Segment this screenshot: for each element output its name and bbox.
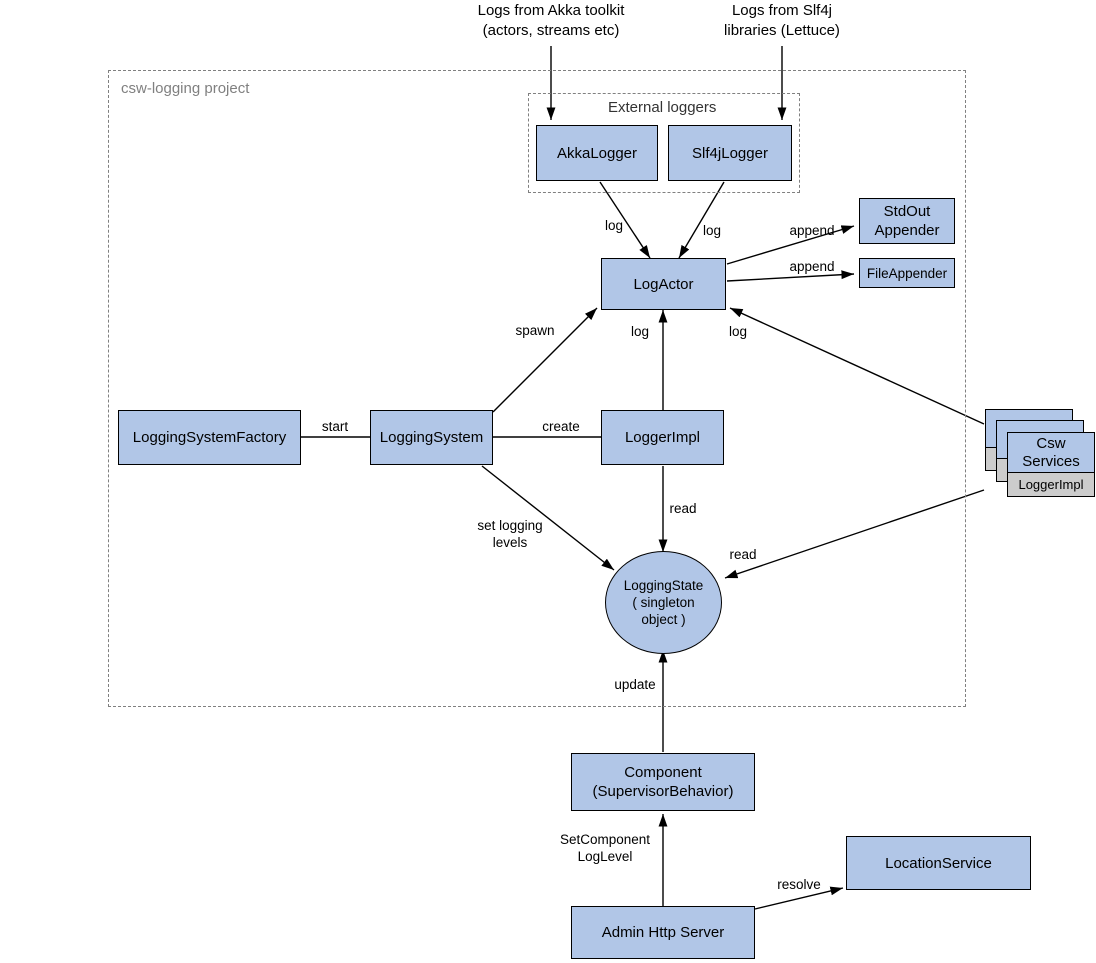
- node-location-service[interactable]: LocationService: [846, 836, 1031, 890]
- edge-label-read-csw-services: read: [729, 547, 757, 562]
- edge-label-resolve: resolve: [777, 877, 821, 892]
- akka-source-note: Logs from Akka toolkit (actors, streams …: [477, 2, 625, 39]
- edge-label-log-csw-services: log: [728, 324, 747, 339]
- edge-label-start: start: [321, 419, 349, 434]
- edge-label-set-component-log-level: SetComponent LogLevel: [559, 832, 651, 864]
- node-slf4j-logger[interactable]: Slf4jLogger: [668, 125, 792, 181]
- edge-label-read-logger-impl: read: [669, 501, 697, 516]
- edge-label-log-slf4j: log: [702, 223, 721, 238]
- edge-label-set-logging-levels: set logging levels: [477, 518, 543, 550]
- csw-services-subtitle: LoggerImpl: [1008, 472, 1094, 496]
- edge-label-update: update: [614, 677, 656, 692]
- edge-label-append-stdout: append: [789, 223, 835, 238]
- node-logging-state[interactable]: LoggingState ( singleton object ): [605, 551, 722, 654]
- group-external-loggers-label: External loggers: [608, 99, 717, 116]
- edge-label-append-file: append: [789, 259, 835, 274]
- csw-services-title: Csw Services: [1008, 433, 1094, 472]
- group-external-loggers: [528, 93, 800, 193]
- csw-services-card-front[interactable]: Csw Services LoggerImpl: [1007, 432, 1095, 497]
- node-admin-http-server[interactable]: Admin Http Server: [571, 906, 755, 959]
- node-logging-system-factory[interactable]: LoggingSystemFactory: [118, 410, 301, 465]
- node-logger-impl[interactable]: LoggerImpl: [601, 410, 724, 465]
- node-akka-logger[interactable]: AkkaLogger: [536, 125, 658, 181]
- node-log-actor[interactable]: LogActor: [601, 258, 726, 310]
- edge-label-create: create: [542, 419, 580, 434]
- edge-label-log-logger-impl: log: [630, 324, 649, 339]
- node-file-appender[interactable]: FileAppender: [859, 258, 955, 288]
- node-csw-services[interactable]: Csw Services LoggerImpl: [985, 409, 1096, 497]
- edge-label-log-akka: log: [604, 218, 623, 233]
- group-csw-logging-project-label: csw-logging project: [121, 80, 250, 97]
- node-logging-system[interactable]: LoggingSystem: [370, 410, 493, 465]
- node-component[interactable]: Component (SupervisorBehavior): [571, 753, 755, 811]
- slf4j-source-note: Logs from Slf4j libraries (Lettuce): [724, 2, 840, 39]
- edge-label-spawn: spawn: [515, 323, 555, 338]
- node-stdout-appender[interactable]: StdOut Appender: [859, 198, 955, 244]
